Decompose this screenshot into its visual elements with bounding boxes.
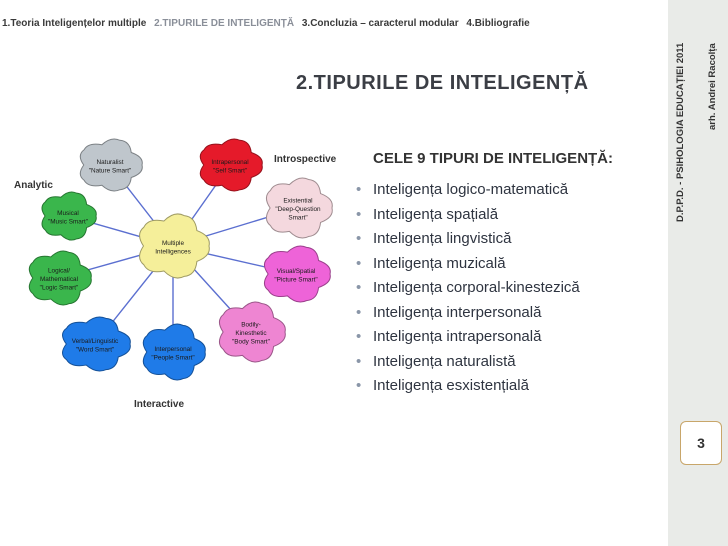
node-label: "Logic Smart" (40, 285, 79, 292)
section-heading: CELE 9 TIPURI DE INTELIGENȚĂ: (373, 150, 614, 167)
node-naturalist: Naturalist"Nature Smart" (79, 138, 143, 192)
cloud-shape (139, 213, 210, 279)
node-label: "Body Smart" (232, 339, 270, 346)
cloud-shape (199, 138, 263, 192)
cloud-shape (218, 301, 286, 363)
author-label: arh. Andrei Racolța (707, 43, 718, 130)
node-verbal: Verbal/Linguistic"Word Smart" (62, 316, 131, 372)
node-label: Smart" (288, 215, 307, 222)
top-navigation: 1.Teoria Inteligențelor multiple 2.TIPUR… (2, 18, 667, 29)
node-label: Verbal/Linguistic (72, 338, 119, 345)
list-item: Inteligența muzicală (353, 252, 663, 277)
cloud-shape (62, 316, 131, 372)
node-label: Bodily- (241, 322, 261, 329)
page-number-text: 3 (697, 435, 705, 451)
nav-item-bibliografie[interactable]: 4.Bibliografie (466, 18, 530, 29)
introspective-label: Introspective (274, 154, 337, 165)
node-label: Interpersonal (154, 346, 191, 353)
node-label: "Nature Smart" (89, 167, 132, 174)
node-label: Visual/Spatial (277, 268, 316, 275)
node-label: Kinesthetic (235, 330, 267, 337)
cloud-shape (142, 323, 206, 381)
nav-item-teoria[interactable]: 1.Teoria Inteligențelor multiple (2, 18, 147, 29)
list-item: Inteligența lingvistică (353, 227, 663, 252)
interactive-label: Interactive (134, 399, 184, 410)
list-item: Inteligența corporal-kinestezică (353, 276, 663, 301)
node-label: Naturalist (97, 159, 124, 166)
node-label: Existential (283, 198, 312, 205)
node-label: Intrapersonal (211, 159, 248, 166)
cloud-shape (41, 191, 97, 241)
slide-title: 2.TIPURILE DE INTELIGENȚĂ (296, 72, 589, 94)
list-item: Inteligența spațială (353, 203, 663, 228)
intelligence-types-section: CELE 9 TIPURI DE INTELIGENȚĂ: Inteligenț… (353, 150, 663, 399)
node-label: Logical/ (48, 268, 70, 275)
node-bodily: Bodily-Kinesthetic "Body Smart" (218, 301, 286, 363)
intelligence-list: Inteligența logico-matematică Inteligenț… (353, 178, 663, 399)
list-item: Inteligența naturalistă (353, 350, 663, 375)
list-item: Inteligența logico-matematică (353, 178, 663, 203)
list-item: Inteligența interpersonală (353, 301, 663, 326)
node-interpersonal: Interpersonal"People Smart" (142, 323, 206, 381)
list-item: Inteligența intrapersonală (353, 325, 663, 350)
node-intrapersonal: Intrapersonal"Self Smart" (199, 138, 263, 192)
node-label: "Picture Smart" (274, 276, 317, 283)
node-logical: Logical/Mathematical "Logic Smart" (28, 250, 92, 306)
node-visual: Visual/Spatial"Picture Smart" (263, 245, 331, 303)
cloud-shape (263, 245, 331, 303)
course-label: D.P.P.D. - PSIHOLOGIA EDUCAȚIEI 2011 (675, 42, 686, 222)
list-item: Inteligența esxistențială (353, 374, 663, 399)
analytic-label: Analytic (14, 180, 53, 191)
node-musical: Musical"Music Smart" (41, 191, 97, 241)
node-label: "Self Smart" (213, 167, 247, 174)
page-number: 3 (680, 421, 722, 465)
node-label: Musical (57, 210, 79, 217)
nav-item-tipurile[interactable]: 2.TIPURILE DE INTELIGENȚĂ (154, 18, 295, 29)
cloud-shape (265, 177, 333, 239)
node-label: Multiple (162, 240, 184, 247)
cloud-shape (28, 250, 92, 306)
node-label: Intelligences (155, 248, 191, 255)
node-label: "People Smart" (151, 354, 194, 361)
cloud-shape (79, 138, 143, 192)
node-label: "Word Smart" (76, 346, 115, 353)
node-label: "Music Smart" (48, 218, 88, 225)
nav-item-concluzia[interactable]: 3.Concluzia – caracterul modular (301, 18, 459, 29)
node-label: Mathematical (40, 276, 78, 283)
node-label: "Deep-Question (275, 206, 321, 213)
